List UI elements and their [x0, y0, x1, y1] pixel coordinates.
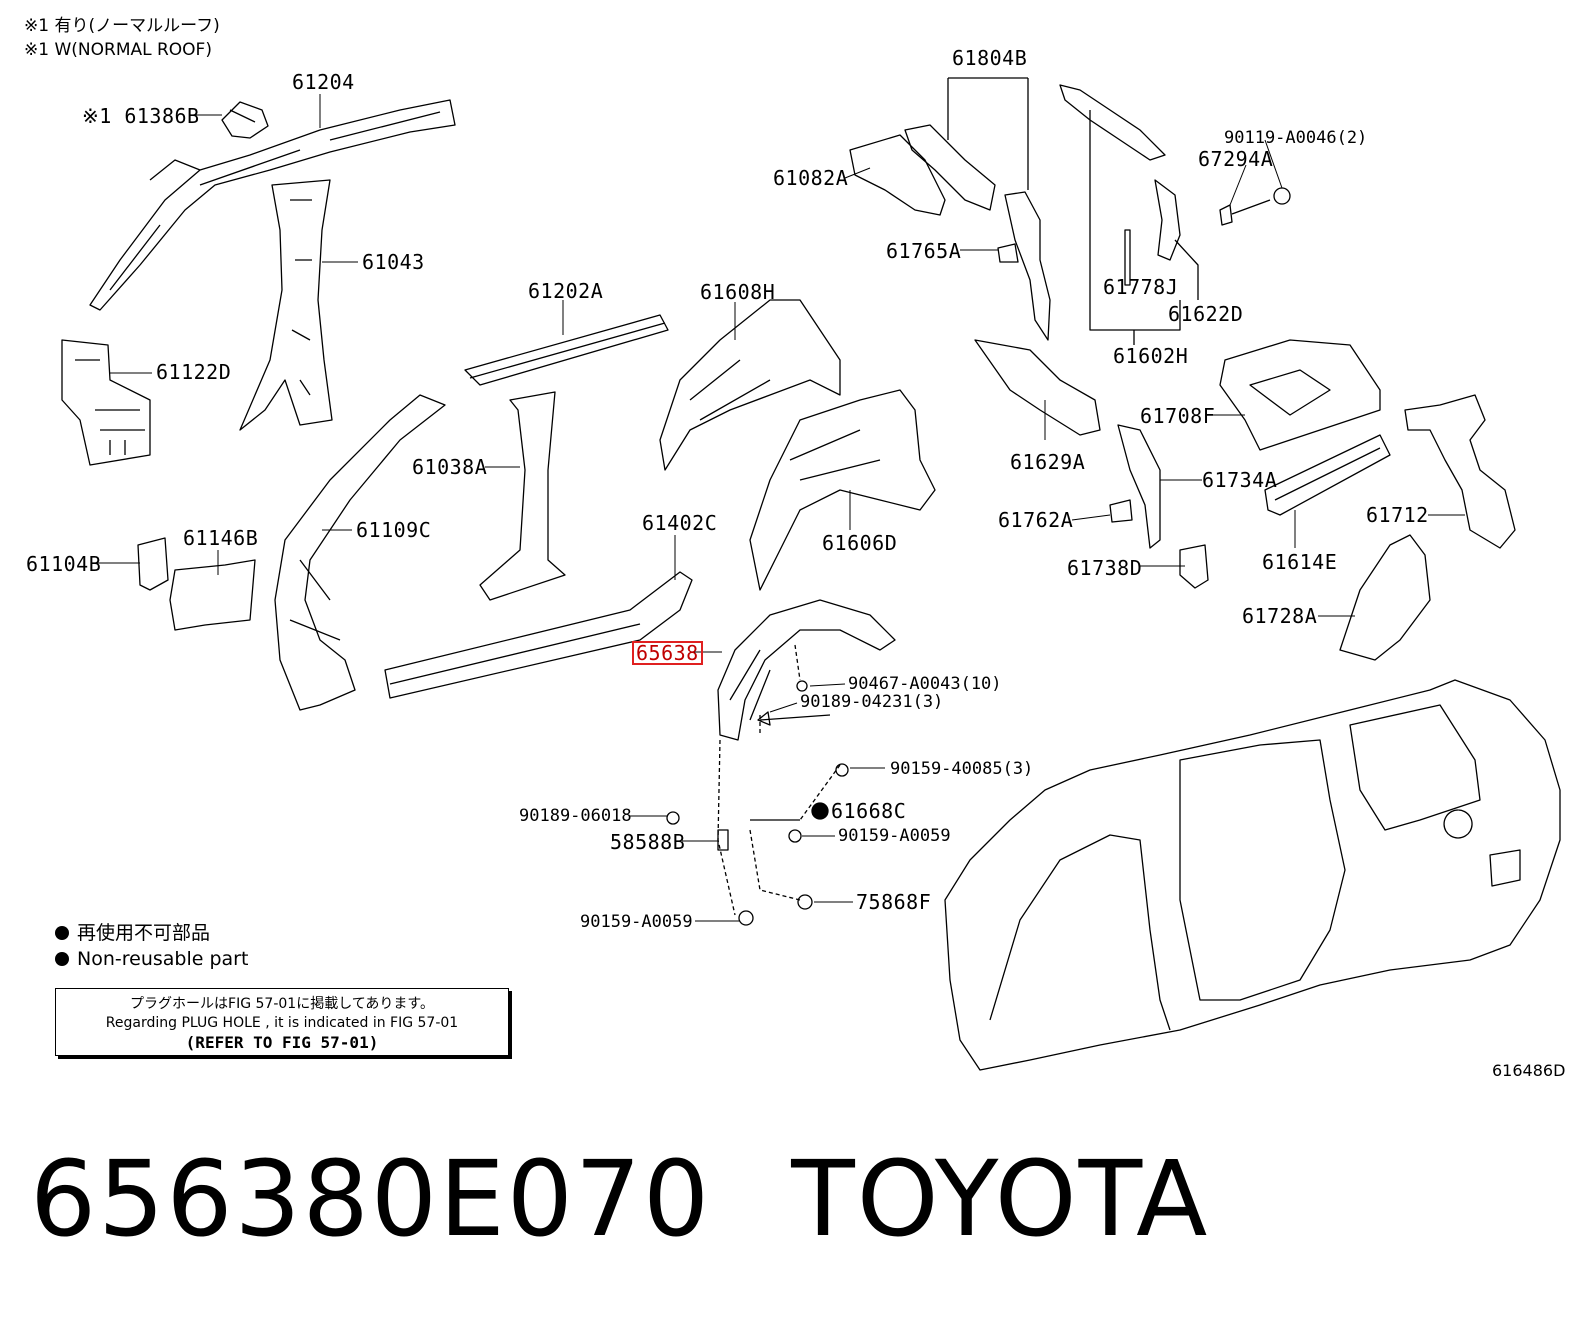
- label-61629A[interactable]: 61629A: [1010, 450, 1086, 474]
- part-61082A-outline: [849, 134, 946, 216]
- legend-en: Non-reusable part: [55, 950, 248, 969]
- label-61386B[interactable]: ※1 61386B: [82, 104, 200, 128]
- label-90189-06018[interactable]: 90189-06018: [519, 806, 632, 826]
- label-61104B[interactable]: 61104B: [26, 552, 102, 576]
- reference-link[interactable]: (REFER TO FIG 57-01): [185, 1033, 379, 1052]
- label-61668C[interactable]: 61668C: [831, 799, 907, 823]
- part-61712-outline: [1404, 394, 1516, 549]
- label-65638-highlighted[interactable]: 65638: [632, 641, 703, 665]
- label-90119-A0046[interactable]: 90119-A0046(2): [1224, 128, 1368, 148]
- part-number-title: 656380E070: [30, 1138, 712, 1260]
- part-61804B-outline: [904, 124, 996, 211]
- label-75868F[interactable]: 75868F: [856, 890, 932, 914]
- label-61202A[interactable]: 61202A: [528, 279, 604, 303]
- label-61402C[interactable]: 61402C: [642, 511, 718, 535]
- part-61104B-outline: [137, 537, 169, 591]
- part-61728A-outline: [1339, 534, 1431, 661]
- bullet-icon: [55, 952, 69, 966]
- legend-jp: 再使用不可部品: [55, 924, 210, 943]
- part-61734A-outline: [1117, 424, 1161, 549]
- label-61614E[interactable]: 61614E: [1262, 550, 1338, 574]
- label-61765A[interactable]: 61765A: [886, 239, 962, 263]
- label-61082A[interactable]: 61082A: [773, 166, 849, 190]
- part-61614E-outline: [1264, 434, 1391, 516]
- label-61738D[interactable]: 61738D: [1067, 556, 1143, 580]
- note-roof-jp: ※1 有り(ノーマルルーフ): [24, 16, 220, 36]
- part-61202A-outline: [464, 314, 669, 386]
- label-61728A[interactable]: 61728A: [1242, 604, 1318, 628]
- label-61146B[interactable]: 61146B: [183, 526, 259, 550]
- part-61386B-outline: [221, 101, 269, 139]
- non-reusable-dot: [811, 802, 829, 820]
- label-90159-A0059-upper[interactable]: 90159-A0059: [838, 826, 951, 846]
- label-61109C[interactable]: 61109C: [356, 518, 432, 542]
- part-61606D-outline: [749, 389, 936, 591]
- figure-id: 616486D: [1492, 1061, 1566, 1080]
- label-61804B[interactable]: 61804B: [952, 46, 1028, 70]
- label-61038A[interactable]: 61038A: [412, 455, 488, 479]
- reference-line-en: Regarding PLUG HOLE , it is indicated in…: [105, 1015, 459, 1031]
- part-61109C-outline: [274, 394, 446, 711]
- part-61602H-outline: [1059, 84, 1166, 161]
- part-61146B-outline: [169, 559, 256, 631]
- part-61122D-outline: [61, 339, 151, 466]
- brand-title: TOYOTA: [791, 1138, 1210, 1260]
- note-roof-en: ※1 W(NORMAL ROOF): [24, 40, 212, 60]
- label-61708F[interactable]: 61708F: [1140, 404, 1216, 428]
- label-61043[interactable]: 61043: [362, 250, 425, 274]
- reference-box: プラグホールはFIG 57-01に掲載してあります。 Regarding PLU…: [55, 988, 509, 1056]
- part-61038A-outline: [479, 391, 566, 601]
- part-61708F-outline: [1219, 339, 1381, 451]
- label-90467-A0043[interactable]: 90467-A0043(10): [848, 674, 1002, 694]
- label-61122D[interactable]: 61122D: [156, 360, 232, 384]
- bullet-icon: [55, 926, 69, 940]
- label-61608H[interactable]: 61608H: [700, 280, 776, 304]
- label-61204[interactable]: 61204: [292, 70, 355, 94]
- label-67294A[interactable]: 67294A: [1198, 147, 1274, 171]
- label-61602H[interactable]: 61602H: [1113, 344, 1189, 368]
- page-title: 656380E070 TOYOTA: [30, 1138, 1209, 1260]
- part-61204-outline: [89, 99, 456, 311]
- label-61622D[interactable]: 61622D: [1168, 302, 1244, 326]
- part-61629A-outline: [974, 339, 1101, 436]
- part-65638-outline: [717, 599, 896, 741]
- label-61778J[interactable]: 61778J: [1103, 275, 1179, 299]
- part-61043-outline: [239, 179, 333, 431]
- label-58588B[interactable]: 58588B: [610, 830, 686, 854]
- label-61734A[interactable]: 61734A: [1202, 468, 1278, 492]
- label-90159-A0059-lower[interactable]: 90159-A0059: [580, 912, 693, 932]
- label-90189-04231[interactable]: 90189-04231(3): [800, 692, 944, 712]
- part-61608H-outline: [659, 299, 841, 471]
- body-shell-outline: [944, 679, 1561, 1071]
- label-61762A[interactable]: 61762A: [998, 508, 1074, 532]
- label-61712[interactable]: 61712: [1366, 503, 1429, 527]
- label-61606D[interactable]: 61606D: [822, 531, 898, 555]
- reference-line-jp: プラグホールはFIG 57-01に掲載してあります。: [130, 996, 434, 1012]
- label-90159-40085[interactable]: 90159-40085(3): [890, 759, 1034, 779]
- part-61402C-outline: [384, 571, 693, 699]
